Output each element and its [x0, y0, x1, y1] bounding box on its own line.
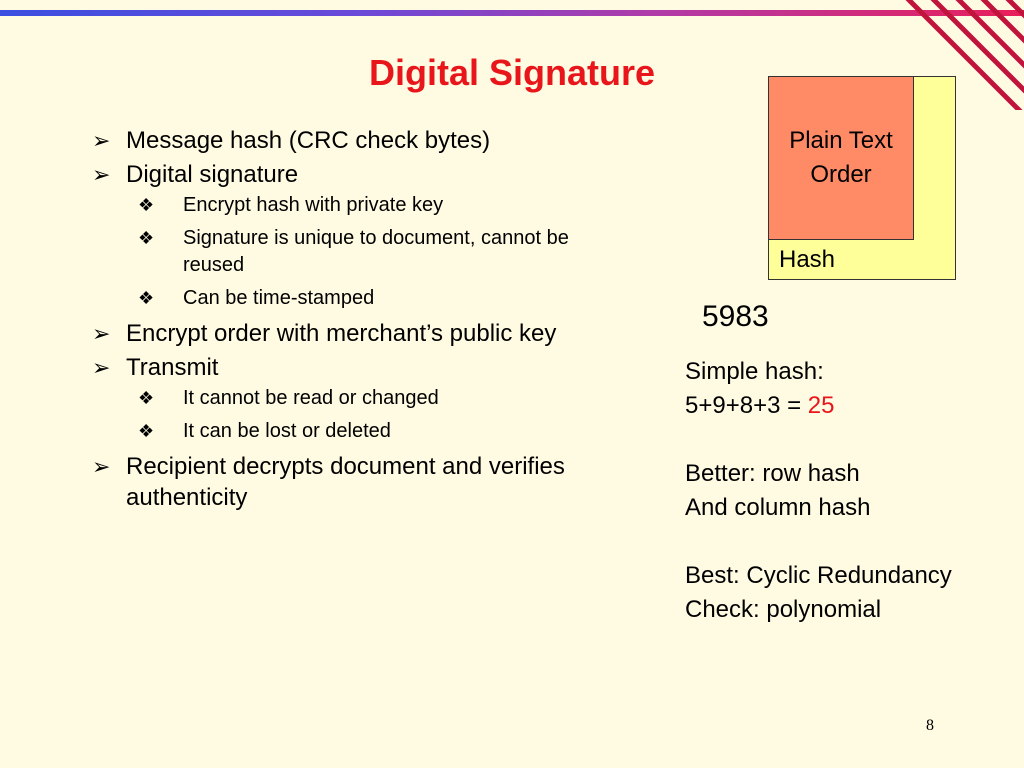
bullet-item: ➢ Transmit ❖ It cannot be read or changed ❖ I… [92, 352, 612, 445]
diamond-bullet-icon: ❖ [138, 195, 155, 215]
bullet-text: Transmit [126, 354, 219, 381]
sub-bullet-text: It cannot be read or changed [183, 387, 439, 409]
diamond-bullet-icon: ❖ [138, 228, 155, 248]
sub-bullet-text: It can be lost or deleted [183, 420, 391, 442]
plain-text-order-box: Plain Text Order [768, 76, 914, 240]
plain-text-label: Plain Text [789, 127, 893, 154]
arrow-bullet-icon: ➢ [92, 162, 111, 187]
arrow-bullet-icon: ➢ [92, 321, 111, 346]
spacer [685, 423, 1015, 457]
bullet-list: ➢ Message hash (CRC check bytes) ➢ Digital … [92, 122, 612, 513]
simple-hash-result: 25 [807, 392, 835, 419]
hash-value: 5983 [702, 300, 769, 333]
better-hash-line2: And column hash [685, 494, 871, 521]
simple-hash-formula-line: 5+9+8+3 = 25 [685, 389, 1015, 423]
sub-bullet-text: Can be time-stamped [183, 287, 375, 309]
bullet-text: Message hash (CRC check bytes) [126, 127, 491, 154]
page-number: 8 [926, 717, 934, 734]
best-hash-line2: Check: polynomial [685, 596, 882, 623]
diamond-bullet-icon: ❖ [138, 388, 155, 408]
simple-hash-label: Simple hash: [685, 358, 824, 385]
slide-title: Digital Signature [368, 52, 656, 93]
sub-bullet-text: Signature is unique to document, cannot … [183, 227, 569, 276]
bullet-item: ➢ Encrypt order with merchant’s public ke… [92, 318, 612, 349]
sub-bullet-item: ❖ It cannot be read or changed [138, 385, 612, 412]
order-label: Order [810, 161, 872, 188]
sub-bullet-list: ❖ It cannot be read or changed ❖ It can be … [126, 385, 612, 445]
bullet-text: Encrypt order with merchant’s public key [126, 320, 557, 347]
sub-bullet-item: ❖ Can be time-stamped [138, 285, 612, 312]
best-hash-line1: Best: Cyclic Redundancy [685, 562, 952, 589]
corner-stripes-decoration [905, 0, 1024, 110]
arrow-bullet-icon: ➢ [92, 454, 111, 479]
hash-label: Hash [779, 246, 836, 273]
bullet-item: ➢ Message hash (CRC check bytes) [92, 125, 612, 156]
bullet-text: Recipient decrypts document and verifies… [126, 453, 565, 511]
sub-bullet-item: ❖ It can be lost or deleted [138, 418, 612, 445]
sub-bullet-item: ❖ Encrypt hash with private key [138, 192, 612, 219]
sub-bullet-item: ❖ Signature is unique to document, cannot… [138, 225, 612, 279]
better-hash-line1: Better: row hash [685, 460, 860, 487]
arrow-bullet-icon: ➢ [92, 128, 111, 153]
simple-hash-formula: 5+9+8+3 = [685, 392, 808, 419]
spacer [685, 525, 1015, 559]
sub-bullet-list: ❖ Encrypt hash with private key ❖ Signature… [126, 192, 612, 312]
diamond-bullet-icon: ❖ [138, 421, 155, 441]
sub-bullet-text: Encrypt hash with private key [183, 194, 444, 216]
diamond-bullet-icon: ❖ [138, 288, 155, 308]
bullet-item: ➢ Recipient decrypts document and verifie… [92, 451, 612, 513]
bullet-item: ➢ Digital signature ❖ Encrypt hash with pri… [92, 159, 612, 312]
bullet-text: Digital signature [126, 161, 299, 188]
hash-notes: Simple hash: 5+9+8+3 = 25 Better: row ha… [685, 355, 1015, 627]
arrow-bullet-icon: ➢ [92, 355, 111, 380]
top-color-band [0, 10, 1024, 16]
